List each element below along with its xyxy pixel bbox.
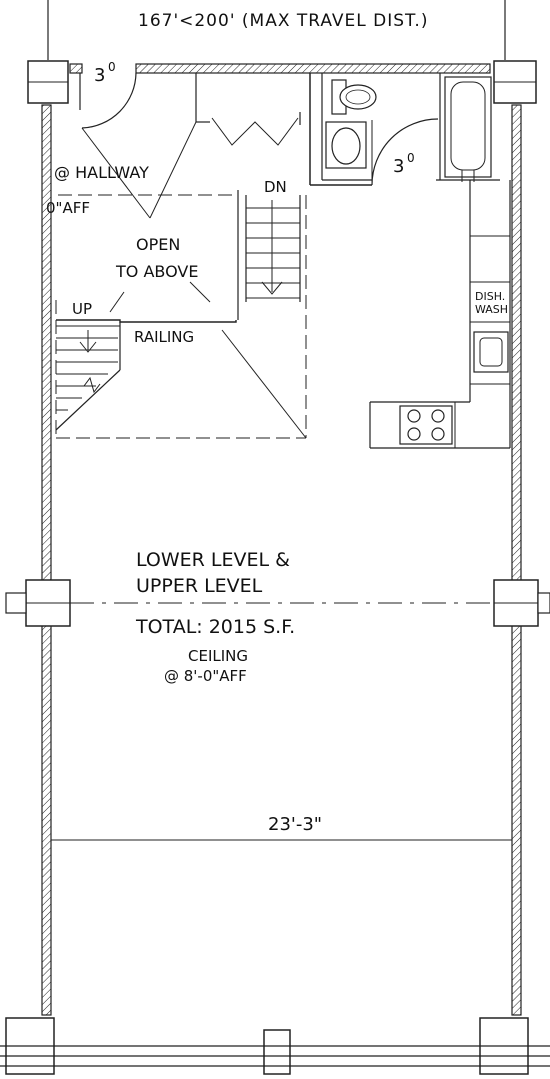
entry-door-size-sup: 0 — [108, 60, 116, 74]
column-mid-right-stub — [537, 592, 550, 614]
left-wall — [41, 104, 52, 1016]
level-title-1: LOWER LEVEL & — [136, 549, 290, 571]
stair-up-label: UP — [72, 300, 92, 318]
top-wall-segment — [69, 63, 83, 74]
hallway-aff-label: 0"AFF — [46, 199, 90, 217]
railing — [56, 319, 237, 323]
closet-bifold-door — [211, 117, 299, 146]
open-to-above-outline — [55, 194, 307, 439]
ceiling-label-2: @ 8'-0"AFF — [164, 667, 247, 685]
railing-label: RAILING — [134, 328, 194, 346]
closet-door-swing-right — [149, 121, 197, 219]
ceiling-label-1: CEILING — [188, 647, 248, 665]
dishwasher-label-2: WASH — [475, 303, 508, 316]
right-wall — [511, 104, 522, 1016]
closet-door-swing-left — [81, 127, 151, 219]
column-mid-left-stub — [5, 592, 27, 614]
entry-door-swing — [81, 72, 137, 129]
column-bottom-mid — [263, 1029, 291, 1075]
top-wall — [135, 63, 491, 74]
bath-door-size-label: 3 — [393, 156, 404, 177]
width-dimension-label: 23'-3" — [268, 814, 322, 835]
lavatory — [325, 121, 367, 169]
cooktop — [399, 405, 453, 445]
toilet — [331, 79, 377, 115]
open-to-above-leader — [189, 281, 211, 303]
stair-down-label: DN — [264, 178, 287, 196]
kitchen-sink — [473, 331, 509, 373]
entry-door-size-label: 3 — [94, 65, 105, 86]
stair-up — [55, 322, 121, 431]
stair-up-leader — [109, 291, 125, 313]
kitchen-counter — [369, 180, 511, 449]
stair-down — [237, 190, 301, 320]
open-to-above-label-2: TO ABOVE — [115, 262, 198, 281]
open-to-above-label-1: OPEN — [136, 235, 180, 254]
hallway-label: @ HALLWAY — [54, 163, 149, 182]
bath-door-size-sup: 0 — [407, 151, 415, 165]
open-to-above-diagonal — [221, 329, 307, 439]
bathtub — [444, 76, 492, 182]
level-title-2: UPPER LEVEL — [136, 575, 263, 597]
bath-door-swing — [371, 118, 439, 186]
dishwasher-label-1: DISH. — [475, 290, 505, 303]
travel-distance-label: 167'<200' (MAX TRAVEL DIST.) — [138, 11, 428, 31]
total-area-label: TOTAL: 2015 S.F. — [135, 616, 295, 638]
